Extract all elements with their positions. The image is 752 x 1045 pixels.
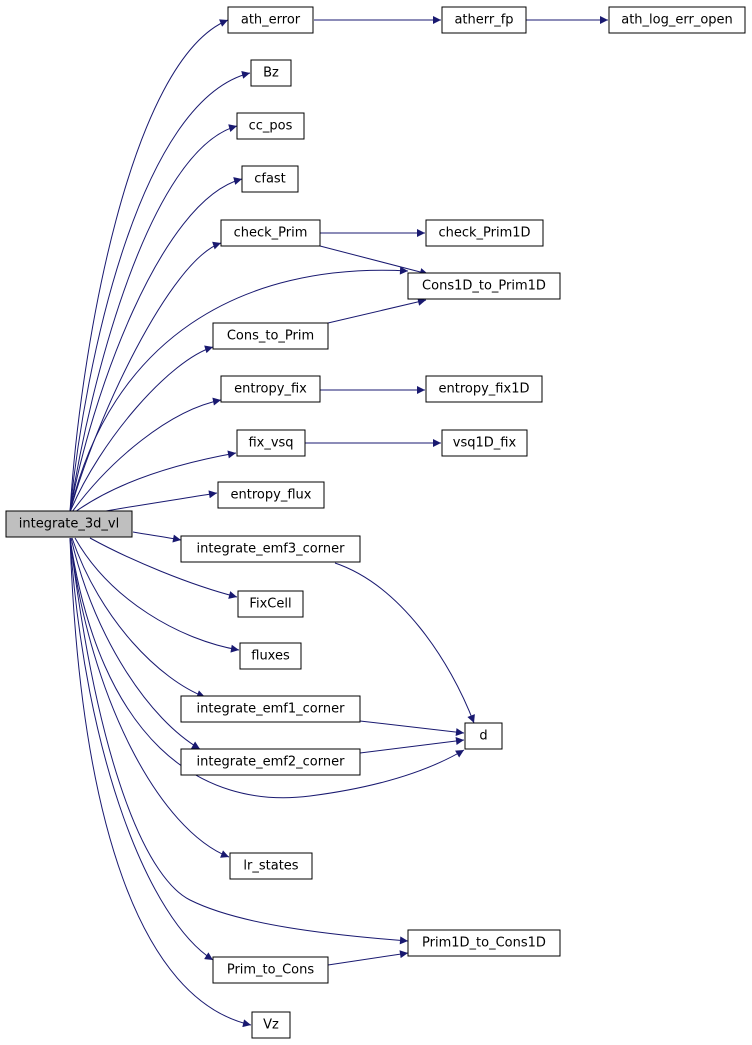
- node-label: ath_log_err_open: [621, 13, 733, 28]
- node-label: Vz: [263, 1018, 279, 1033]
- edge-root-to-bz: [69, 71, 251, 513]
- node-label: integrate_emf1_corner: [197, 702, 346, 717]
- edge-root-to-entropy-flux: [99, 490, 218, 513]
- node-prim-to-cons[interactable]: Prim_to_Cons: [212, 956, 329, 984]
- node-cc-pos[interactable]: cc_pos: [236, 112, 305, 140]
- node-cons1d-to-prim1d[interactable]: Cons1D_to_Prim1D: [407, 272, 561, 300]
- edge-root-to-lr-states: [69, 537, 230, 858]
- node-label: Bz: [263, 66, 279, 81]
- edge-root-to-fluxes: [74, 537, 240, 653]
- node-fluxes[interactable]: fluxes: [239, 642, 302, 670]
- edge-root-to-check-prim: [69, 241, 222, 513]
- node-check-prim1d[interactable]: check_Prim1D: [425, 219, 544, 247]
- node-label: fluxes: [251, 649, 290, 664]
- node-label: integrate_emf3_corner: [197, 542, 346, 557]
- edges: [69, 16, 608, 1028]
- node-lr-states[interactable]: lr_states: [229, 852, 313, 880]
- node-vz[interactable]: Vz: [251, 1011, 291, 1039]
- node-check-prim[interactable]: check_Prim: [220, 219, 321, 247]
- node-cfast[interactable]: cfast: [241, 165, 299, 193]
- node-bz[interactable]: Bz: [250, 59, 292, 87]
- node-label: FixCell: [249, 597, 291, 612]
- node-entropy-fix[interactable]: entropy_fix: [220, 375, 321, 403]
- node-label: entropy_fix: [234, 382, 307, 397]
- edge-root-to-integrate-emf1-corner: [71, 537, 206, 698]
- node-label: entropy_flux: [231, 488, 312, 503]
- node-integrate-emf1-corner[interactable]: integrate_emf1_corner: [180, 695, 361, 723]
- edge-integrate-emf3-corner-to-d: [334, 562, 475, 724]
- node-cons-to-prim[interactable]: Cons_to_Prim: [212, 322, 329, 350]
- edge-root-to-integrate-emf2-corner: [70, 537, 201, 750]
- node-integrate-emf3-corner[interactable]: integrate_emf3_corner: [180, 535, 361, 563]
- node-atherr-fp[interactable]: atherr_fp: [441, 6, 527, 34]
- edge-root-to-cons-to-prim: [69, 345, 214, 513]
- node-label: integrate_emf2_corner: [197, 755, 346, 770]
- edge-root-to-vz: [69, 537, 252, 1028]
- node-vsq1d-fix[interactable]: vsq1D_fix: [441, 429, 528, 457]
- node-ath-log-err-open[interactable]: ath_log_err_open: [608, 6, 746, 34]
- edge-root-to-d: [69, 537, 465, 799]
- node-label: cfast: [254, 172, 286, 187]
- edge-root-to-fixcell: [89, 537, 238, 599]
- node-label: check_Prim1D: [438, 226, 530, 241]
- edge-prim-to-cons-to-prim1d-to-cons1d: [327, 950, 409, 966]
- node-integrate-3d-vl[interactable]: integrate_3d_vl: [5, 510, 133, 538]
- node-label: Cons_to_Prim: [227, 329, 314, 344]
- node-label: cc_pos: [249, 119, 293, 134]
- node-ath-error[interactable]: ath_error: [227, 6, 314, 34]
- node-fixcell[interactable]: FixCell: [237, 590, 304, 618]
- edge-root-to-cons1d-to-prim1d: [69, 266, 409, 513]
- node-label: entropy_fix1D: [439, 382, 530, 397]
- edge-root-to-prim-to-cons: [69, 537, 214, 961]
- edge-integrate-emf2-corner-to-d: [359, 737, 465, 754]
- node-label: ath_error: [241, 13, 301, 28]
- edge-cons-to-prim-to-cons1d-to-prim1d: [327, 297, 427, 324]
- node-integrate-emf2-corner[interactable]: integrate_emf2_corner: [180, 748, 361, 776]
- node-label: atherr_fp: [454, 13, 513, 28]
- node-prim1d-to-cons1d[interactable]: Prim1D_to_Cons1D: [407, 929, 561, 957]
- node-fix-vsq[interactable]: fix_vsq: [236, 429, 306, 457]
- node-label: vsq1D_fix: [453, 436, 517, 451]
- edge-root-to-fix-vsq: [74, 450, 237, 513]
- edge-root-to-ath-error: [69, 19, 229, 513]
- node-label: fix_vsq: [248, 436, 293, 451]
- node-entropy-fix1d[interactable]: entropy_fix1D: [425, 375, 543, 403]
- node-entropy-flux[interactable]: entropy_flux: [217, 481, 325, 509]
- edge-root-to-cfast: [69, 177, 243, 513]
- edge-root-to-entropy-fix: [71, 397, 222, 513]
- node-label: Prim_to_Cons: [227, 963, 315, 978]
- node-label: Cons1D_to_Prim1D: [422, 279, 546, 294]
- edge-integrate-emf1-corner-to-d: [359, 720, 465, 737]
- edge-root-to-integrate-emf3-corner: [132, 531, 182, 543]
- node-label: integrate_3d_vl: [19, 517, 119, 532]
- node-label: d: [479, 729, 487, 744]
- edge-root-to-prim1d-to-cons1d: [69, 537, 409, 945]
- node-label: lr_states: [243, 859, 298, 874]
- node-d[interactable]: d: [464, 722, 503, 750]
- node-label: check_Prim: [234, 226, 308, 241]
- edge-check-prim-to-cons1d-to-prim1d: [319, 245, 429, 276]
- edge-root-to-cc-pos: [69, 124, 238, 513]
- node-label: Prim1D_to_Cons1D: [422, 936, 546, 951]
